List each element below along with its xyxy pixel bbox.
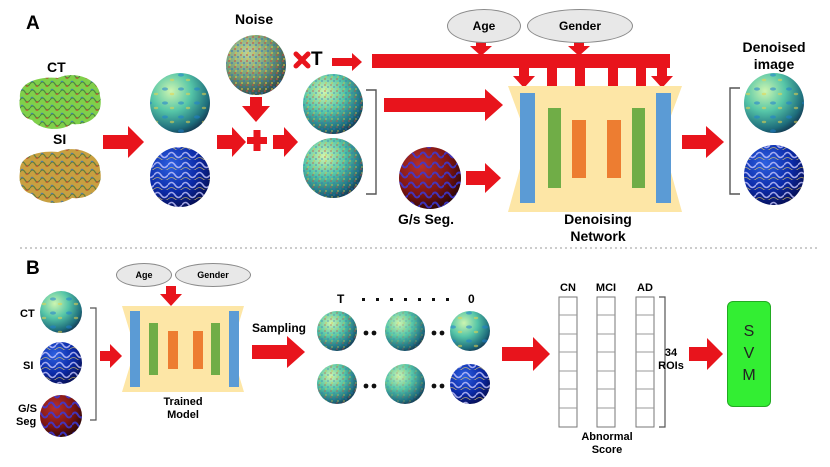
bracket-inputs-b — [90, 307, 97, 421]
noise-sphere — [226, 35, 286, 95]
t-start-label: T — [337, 292, 345, 306]
network-label-line1: Denoising — [564, 211, 632, 227]
output-label-line1: Denoised — [742, 39, 806, 55]
group-label-cn: CN — [560, 282, 576, 294]
denoised-sphere-2 — [744, 145, 804, 205]
group-label-mci: MCI — [595, 282, 617, 294]
bracket-denoised — [729, 87, 740, 195]
arrow-inputs-to-model — [100, 344, 122, 368]
plus-icon — [247, 130, 267, 151]
si-sphere-b — [40, 342, 82, 384]
denoising-network — [508, 86, 682, 212]
arrow-noise-down — [242, 97, 270, 122]
arrow-plus-to-noisy — [273, 127, 298, 157]
arrow-t-to-bar — [332, 53, 362, 71]
panel-a-label: A — [26, 13, 40, 34]
si-brain-image — [19, 149, 101, 203]
score-columns — [558, 296, 655, 428]
network-label-line2: Network — [570, 228, 626, 244]
sampled-sphere-row-1 — [317, 311, 490, 351]
denoised-sphere-1 — [744, 73, 804, 133]
si-sphere-a — [150, 147, 210, 207]
seg-label: G/s Seg. — [398, 211, 455, 227]
svm-letter-m: M — [742, 367, 756, 384]
noisy-sphere-2 — [303, 138, 363, 198]
arrow-age-down — [470, 40, 492, 56]
trained-model — [122, 306, 244, 392]
gender-oval-b: Gender — [175, 263, 251, 287]
timestep-dots — [362, 298, 449, 301]
sequence-dots — [363, 330, 445, 389]
arrow-seg-to-network — [466, 163, 501, 193]
seg-sphere-b — [40, 395, 82, 437]
model-label-line2: Model — [167, 409, 199, 421]
t-end-label: 0 — [468, 292, 475, 306]
gender-oval: Gender — [527, 9, 633, 43]
sampling-label: Sampling — [252, 321, 307, 335]
svm-box: S V M — [727, 301, 771, 407]
arrows-panel-b — [100, 286, 723, 371]
si-label: SI — [53, 131, 67, 147]
svm-letter-v: V — [743, 345, 755, 362]
arrow-samples-to-scores — [502, 337, 550, 371]
ct-sphere-b — [40, 291, 82, 333]
times-icon — [293, 51, 311, 69]
noisy-sphere-1 — [303, 74, 363, 134]
seg-label-b-line1: G/S — [18, 403, 37, 415]
group-label-ad: AD — [637, 282, 653, 294]
seg-sphere-a — [399, 147, 461, 209]
arrow-network-to-output — [682, 126, 724, 158]
rois-label-line2: ROIs — [658, 360, 684, 372]
bracket-rois — [659, 296, 666, 428]
arrow-noisy-to-network — [384, 89, 503, 121]
arrow-gender-down — [568, 40, 590, 56]
output-label-line2: image — [753, 56, 795, 72]
arrow-sampling — [252, 336, 305, 368]
ct-label-b: CT — [20, 308, 35, 320]
arrow-brains-to-spheres — [103, 126, 144, 158]
arrow-cond-down-b — [160, 286, 182, 306]
ct-sphere-a — [150, 73, 210, 133]
rois-label-line1: 34 — [664, 347, 678, 359]
seg-label-b-line2: Seg — [16, 416, 37, 428]
score-label-line1: Abnormal — [581, 431, 633, 443]
condition-bar — [372, 54, 670, 68]
panel-b-label: B — [26, 258, 40, 279]
bracket-noisy — [366, 89, 377, 195]
ct-label: CT — [47, 59, 66, 75]
age-oval: Age — [447, 9, 521, 43]
score-label-line2: Score — [591, 444, 623, 456]
times-t-label: T — [311, 49, 323, 70]
sampled-sphere-row-2 — [317, 364, 490, 404]
ct-brain-image — [19, 75, 101, 129]
si-label-b: SI — [23, 360, 34, 372]
arrow-spheres-to-plus — [217, 127, 246, 157]
model-label-line1: Trained — [163, 396, 203, 408]
noise-label: Noise — [235, 11, 274, 27]
arrow-scores-to-svm — [689, 338, 723, 370]
svm-letter-s: S — [743, 323, 755, 340]
age-oval-b: Age — [116, 263, 172, 287]
